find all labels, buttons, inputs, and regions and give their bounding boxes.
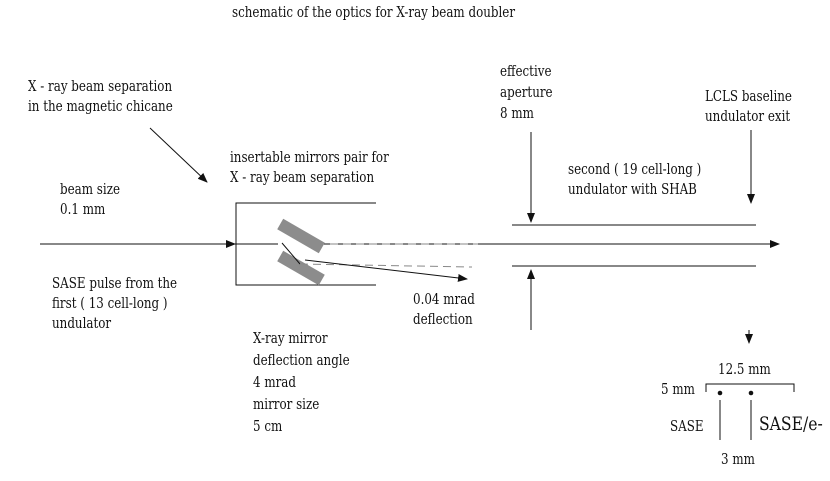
mirror-info-line-1: X-ray mirror (253, 331, 328, 347)
sase-e-label: SASE/e- (759, 413, 823, 435)
dim-3-label: 3 mm (721, 452, 755, 468)
diagram-title: schematic of the optics for X-ray beam d… (232, 5, 516, 21)
beam-cross-section-inset (705, 383, 795, 440)
sase-pulse-label-line-1: SASE pulse from the (52, 276, 178, 292)
mirror-upper (277, 218, 325, 254)
mirror-info-label: X-ray mirror deflection angle 4 mrad mir… (253, 328, 350, 438)
sase-e-spot (748, 390, 754, 396)
mirrors-pair-label-line-2: X - ray beam separation (230, 170, 375, 186)
beam-size-label: beam size 0.1 mm (60, 180, 120, 220)
second-undulator-label-line-2: undulator with SHAB (568, 182, 697, 198)
separated-beam-lines (299, 243, 478, 282)
undulator-walls (512, 224, 756, 267)
sase-pulse-label-line-3: undulator (52, 316, 112, 332)
mirrors-pair-label-line-1: insertable mirrors pair for (230, 150, 389, 166)
sase-label: SASE (670, 419, 704, 435)
dim-12-5-label: 12.5 mm (718, 362, 771, 378)
annotation-arrows (149, 127, 755, 344)
deflection-label-line-1: 0.04 mrad (413, 292, 475, 308)
aperture-label-line-3: 8 mm (500, 106, 534, 122)
second-undulator-label-line-1: second ( 19 cell-long ) (568, 162, 702, 178)
aperture-label-line-2: aperture (500, 85, 553, 101)
lcls-label-line-2: undulator exit (705, 109, 791, 125)
mirror-info-line-5: 5 cm (253, 419, 283, 435)
second-undulator-label: second ( 19 cell-long ) undulator with S… (568, 160, 701, 200)
deflection-label-line-2: deflection (413, 312, 473, 328)
chicane-label-line-2: in the magnetic chicane (28, 99, 173, 115)
mirror-chamber-outline (235, 202, 376, 286)
deflection-label: 0.04 mrad deflection (413, 290, 475, 330)
beam-size-label-line-2: 0.1 mm (60, 202, 106, 218)
mirror-pair (277, 218, 325, 286)
lcls-label-line-1: LCLS baseline (705, 89, 792, 105)
lcls-label: LCLS baseline undulator exit (705, 87, 792, 127)
main-beam-line (40, 240, 780, 248)
mirror-info-line-4: mirror size (253, 397, 320, 413)
beam-size-label-line-1: beam size (60, 182, 121, 198)
aperture-label: effective aperture 8 mm (500, 62, 553, 125)
mirror-info-line-3: 4 mrad (253, 375, 297, 391)
sase-spot (717, 390, 723, 396)
sase-pulse-label: SASE pulse from the first ( 13 cell-long… (52, 274, 177, 334)
aperture-label-line-1: effective (500, 64, 552, 80)
chicane-label: X - ray beam separation in the magnetic … (28, 77, 173, 117)
mirror-info-line-2: deflection angle (253, 353, 350, 369)
sase-pulse-label-line-2: first ( 13 cell-long ) (52, 296, 168, 312)
mirror-lower (277, 250, 325, 286)
chicane-label-line-1: X - ray beam separation (28, 79, 173, 95)
dim-5-label: 5 mm (661, 382, 695, 398)
mirrors-pair-label: insertable mirrors pair for X - ray beam… (230, 148, 389, 188)
